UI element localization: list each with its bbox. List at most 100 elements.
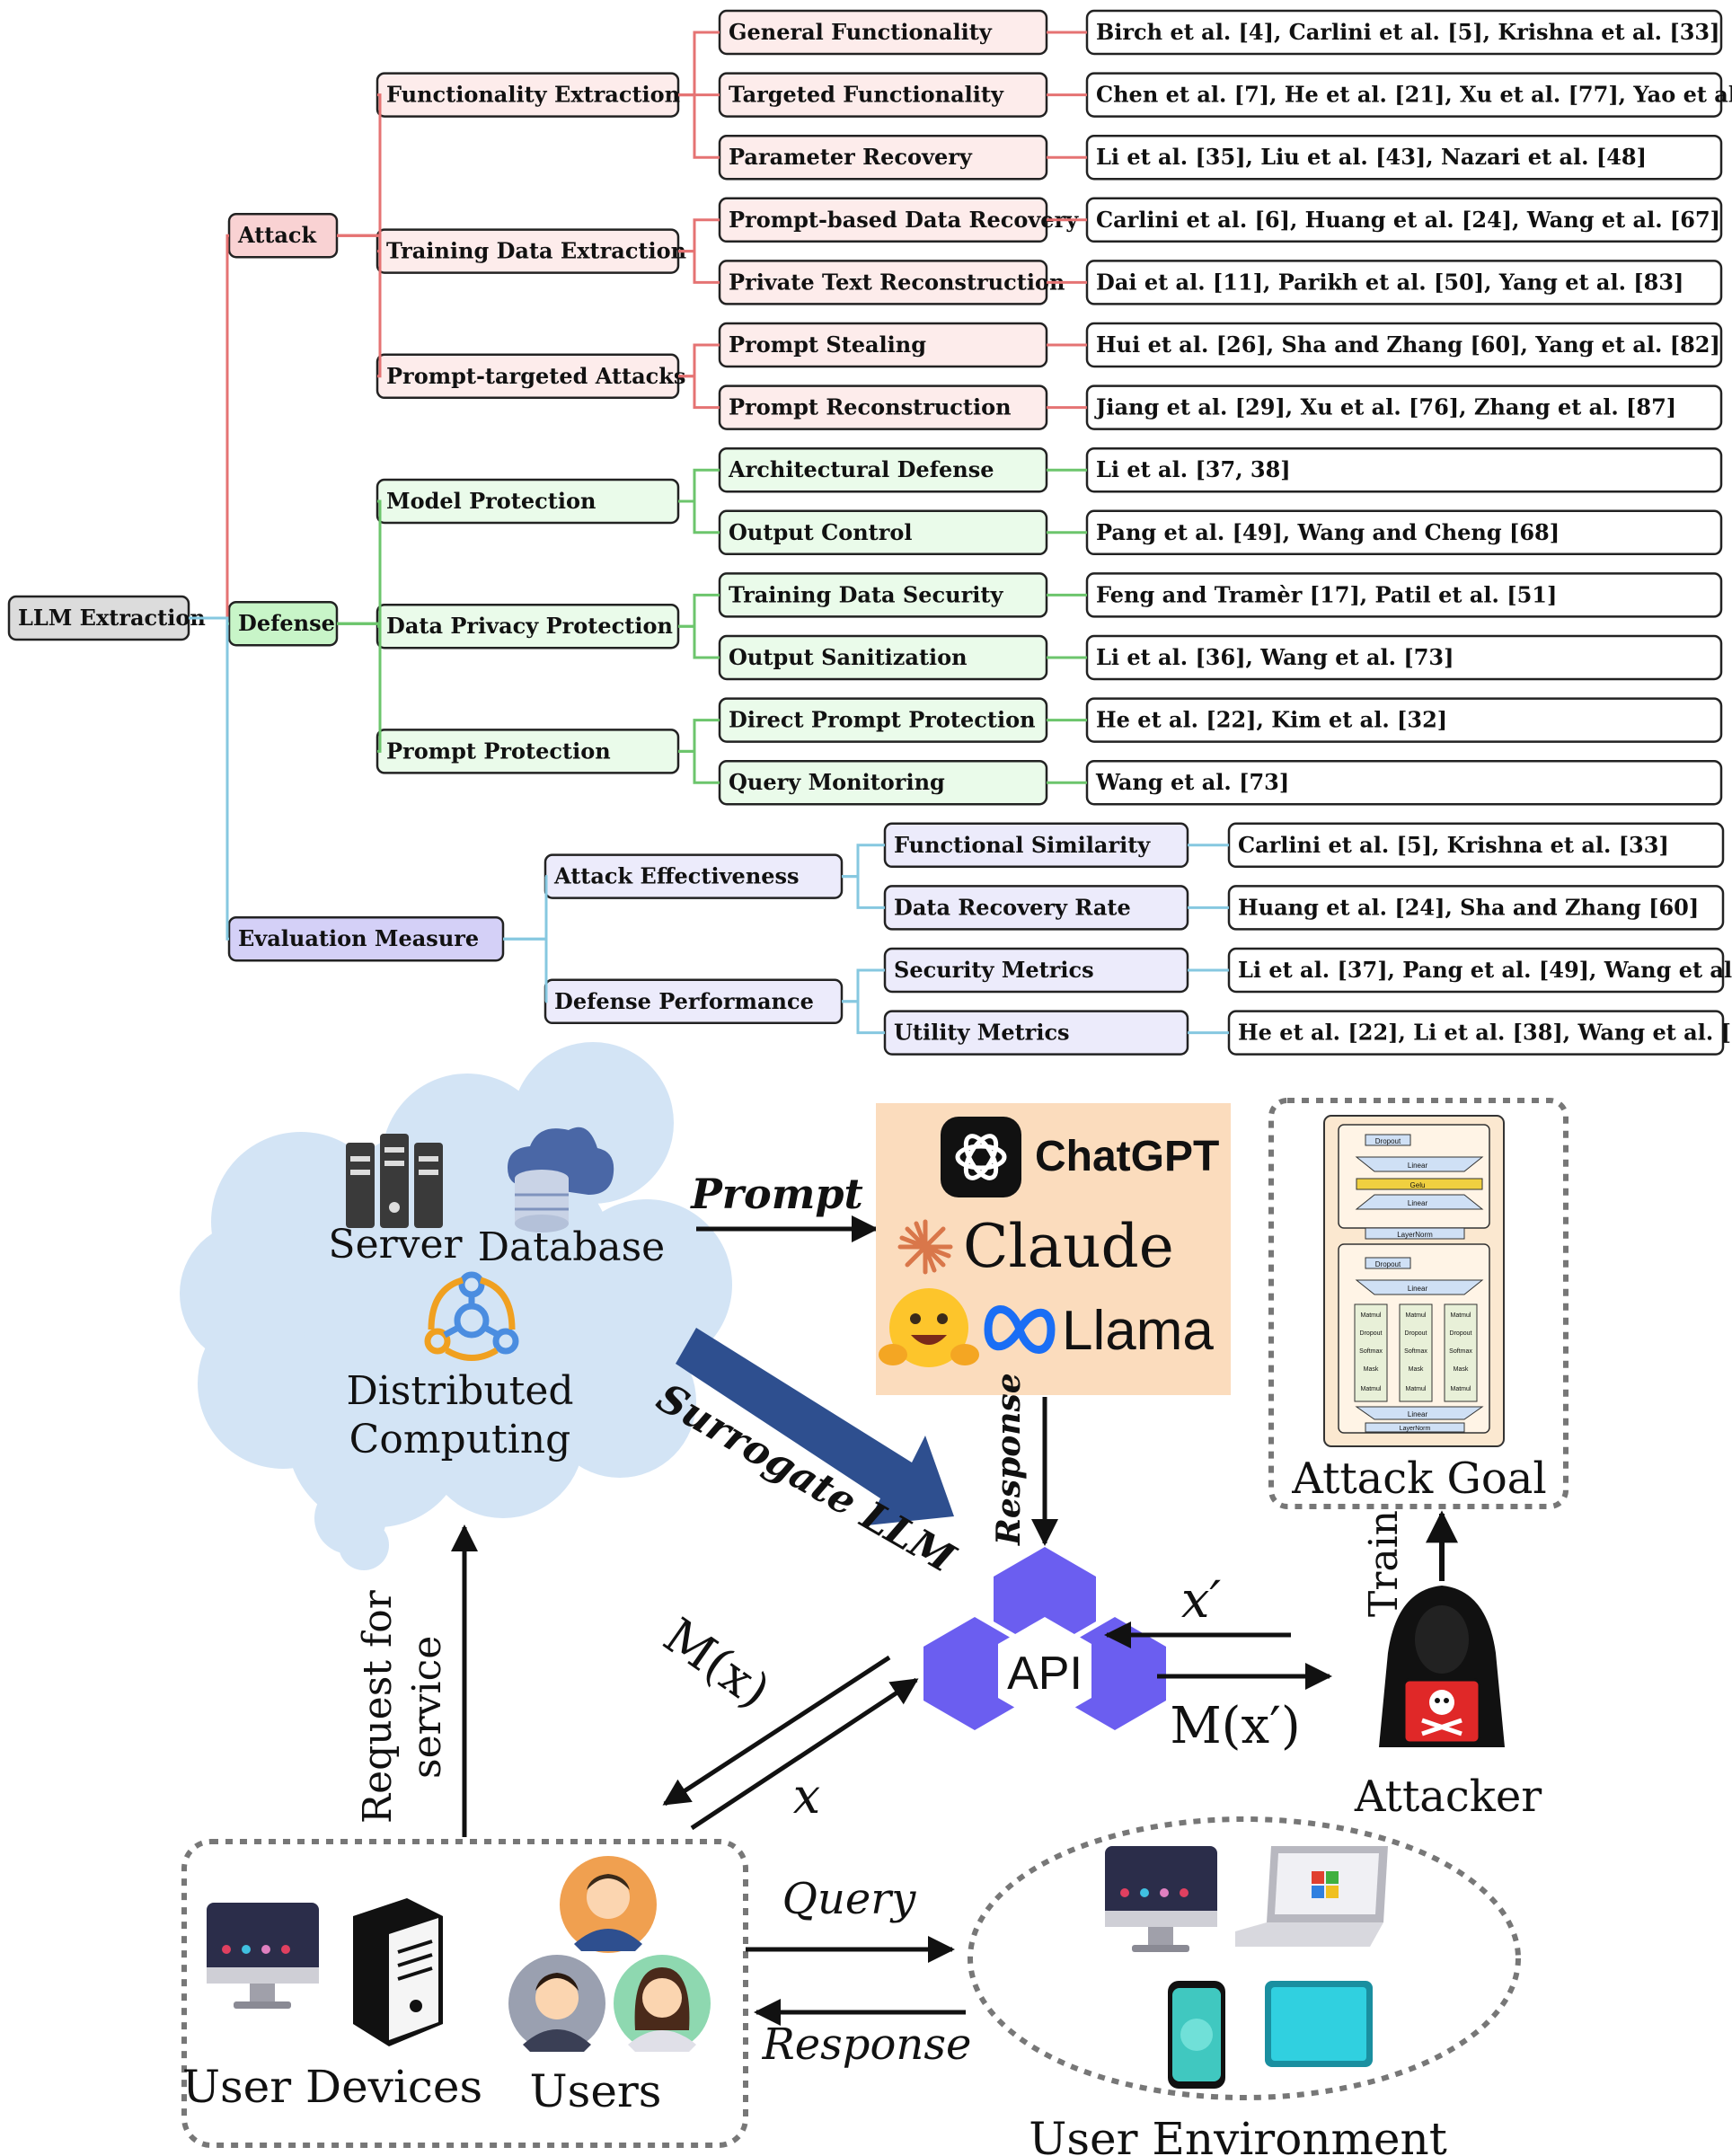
tree-connector	[503, 937, 548, 1003]
leaf-prompt-stealing-label: Prompt Stealing	[729, 331, 926, 358]
sub-attack-effectiveness-label: Attack Effectiveness	[553, 863, 800, 889]
svg-text:Dropout: Dropout	[1405, 1330, 1427, 1337]
refs-utility-metrics-label: He et al. [22], Li et al. [38], Wang et …	[1238, 1020, 1732, 1046]
sub-defense-performance-label: Defense Performance	[554, 988, 814, 1014]
leaf-output-control-label: Output Control	[729, 519, 913, 545]
leaf-security-metrics-label: Security Metrics	[894, 957, 1094, 983]
svg-text:Dropout: Dropout	[1360, 1330, 1383, 1337]
leaf-data-recovery-rate-label: Data Recovery Rate	[894, 894, 1131, 920]
refs-data-recovery-rate-label: Huang et al. [24], Sha and Zhang [60]	[1238, 894, 1699, 920]
leaf-output-sanitization-label: Output Sanitization	[729, 644, 968, 670]
api-icon	[923, 1547, 1166, 1730]
category-defense-label: Defense	[238, 610, 335, 636]
tree-connector	[189, 616, 229, 941]
sub-model-protection-label: Model Protection	[386, 488, 596, 514]
svg-text:LayerNorm: LayerNorm	[1397, 1231, 1433, 1239]
svg-text:Dropout: Dropout	[1450, 1330, 1472, 1337]
refs-targeted-functionality-label: Chen et al. [7], He et al. [21], Xu et a…	[1096, 82, 1732, 108]
leaf-private-text-reconstruction-label: Private Text Reconstruction	[729, 269, 1065, 295]
attacker-icon	[1379, 1586, 1505, 1747]
server-icon	[346, 1134, 443, 1228]
user-devices-border	[181, 1839, 748, 2148]
x-label: x	[793, 1768, 820, 1825]
response-vertical-label: Response	[990, 1373, 1028, 1546]
request-label-line1: Request for	[355, 1589, 401, 1824]
tree-connector	[678, 749, 720, 784]
svg-text:Linear: Linear	[1408, 1199, 1428, 1207]
leaf-direct-prompt-protection-label: Direct Prompt Protection	[729, 707, 1036, 733]
tree-connector	[337, 234, 382, 378]
svg-text:Matmul: Matmul	[1451, 1386, 1471, 1392]
prompt-label: Prompt	[689, 1170, 863, 1218]
transformer-diagram: Dropout Linear Gelu Linear LayerNorm Dro…	[1323, 1115, 1505, 1447]
attention-heads: Matmul Matmul Matmul Dropout Dropout Dro…	[1354, 1303, 1478, 1402]
leaf-parameter-recovery-label: Parameter Recovery	[729, 144, 973, 170]
leaf-functional-similarity-label: Functional Similarity	[894, 832, 1151, 858]
category-attack-label: Attack	[237, 222, 318, 248]
refs-output-control-label: Pang et al. [49], Wang and Cheng [68]	[1096, 519, 1560, 545]
leaf-training-data-security-label: Training Data Security	[729, 581, 1003, 607]
tree-connector	[678, 375, 720, 410]
refs-training-data-security-label: Feng and Tramèr [17], Patil et al. [51]	[1096, 581, 1557, 607]
tree-connector	[678, 93, 720, 159]
users-label: Users	[530, 2065, 662, 2117]
user-environment-border	[968, 1816, 1521, 2100]
svg-text:Gelu: Gelu	[1410, 1181, 1426, 1189]
refs-parameter-recovery-label: Li et al. [35], Liu et al. [43], Nazari …	[1096, 144, 1647, 170]
tree-connector	[842, 1000, 885, 1035]
distributed-label-line1: Distributed	[346, 1368, 573, 1414]
refs-prompt-reconstruction-label: Jiang et al. [29], Xu et al. [76], Zhang…	[1094, 394, 1676, 420]
train-label: Train	[1361, 1510, 1407, 1617]
user-avatar-female-icon	[614, 1955, 711, 2052]
x-arrow	[690, 1677, 919, 1831]
svg-text:Matmul: Matmul	[1361, 1312, 1382, 1319]
svg-text:LayerNorm: LayerNorm	[1400, 1426, 1431, 1432]
refs-direct-prompt-protection-label: He et al. [22], Kim et al. [32]	[1096, 707, 1447, 733]
sub-data-privacy-protection-label: Data Privacy Protection	[386, 613, 673, 639]
svg-text:Softmax: Softmax	[1449, 1348, 1472, 1355]
user-environment-label: User Environment	[1029, 2113, 1447, 2156]
refs-prompt-based-data-recovery-label: Carlini et al. [6], Huang et al. [24], W…	[1096, 207, 1720, 233]
svg-text:Softmax: Softmax	[1404, 1348, 1427, 1355]
m-x-arrow	[662, 1655, 891, 1807]
sub-functionality-extraction-label: Functionality Extraction	[386, 82, 680, 108]
server-label: Server	[328, 1222, 463, 1268]
desktop-icon	[1105, 1846, 1217, 1952]
svg-text:Linear: Linear	[1408, 1285, 1428, 1293]
hugging-face-icon	[879, 1288, 979, 1367]
leaf-utility-metrics-label: Utility Metrics	[894, 1020, 1070, 1046]
cloud-infrastructure: Server Database Distributed Computing	[180, 1042, 732, 1570]
tree-connector	[678, 499, 720, 535]
svg-text:Dropout: Dropout	[1375, 1137, 1401, 1145]
svg-text:Matmul: Matmul	[1451, 1312, 1471, 1319]
leaf-prompt-reconstruction-label: Prompt Reconstruction	[729, 394, 1012, 420]
api-label: API	[1007, 1648, 1082, 1700]
response-bottom-label: Response	[762, 2019, 972, 2070]
smartphone-icon	[1168, 1981, 1225, 2089]
refs-security-metrics-label: Li et al. [37], Pang et al. [49], Wang e…	[1238, 957, 1732, 983]
svg-text:Linear: Linear	[1408, 1410, 1428, 1418]
user-avatar-male-icon	[560, 1856, 657, 1953]
attack-goal-border	[1268, 1098, 1569, 1509]
leaf-general-functionality-label: General Functionality	[729, 19, 993, 45]
svg-text:Matmul: Matmul	[1361, 1386, 1382, 1392]
tree-connector	[678, 624, 720, 659]
sub-training-data-extraction-label: Training Data Extraction	[386, 238, 686, 264]
laptop-icon	[1235, 1846, 1388, 1947]
claude-label: Claude	[963, 1212, 1174, 1281]
refs-output-sanitization-label: Li et al. [36], Wang et al. [73]	[1096, 644, 1454, 670]
monitor-icon	[207, 1903, 319, 2009]
svg-text:Dropout: Dropout	[1375, 1260, 1401, 1268]
tree-connector	[842, 875, 885, 909]
query-label: Query	[782, 1874, 917, 1924]
svg-text:Mask: Mask	[1454, 1366, 1469, 1373]
svg-text:Softmax: Softmax	[1359, 1348, 1383, 1355]
request-label-line2: service	[404, 1636, 450, 1779]
x-prime-label: x′	[1181, 1571, 1222, 1630]
distributed-computing-icon	[424, 1271, 519, 1361]
llm-provider-panel: ChatGPT Claude Llama	[876, 1103, 1231, 1395]
user-avatar-male-2-icon	[508, 1955, 605, 2052]
user-devices-box: User Devices Users	[181, 1839, 748, 2148]
